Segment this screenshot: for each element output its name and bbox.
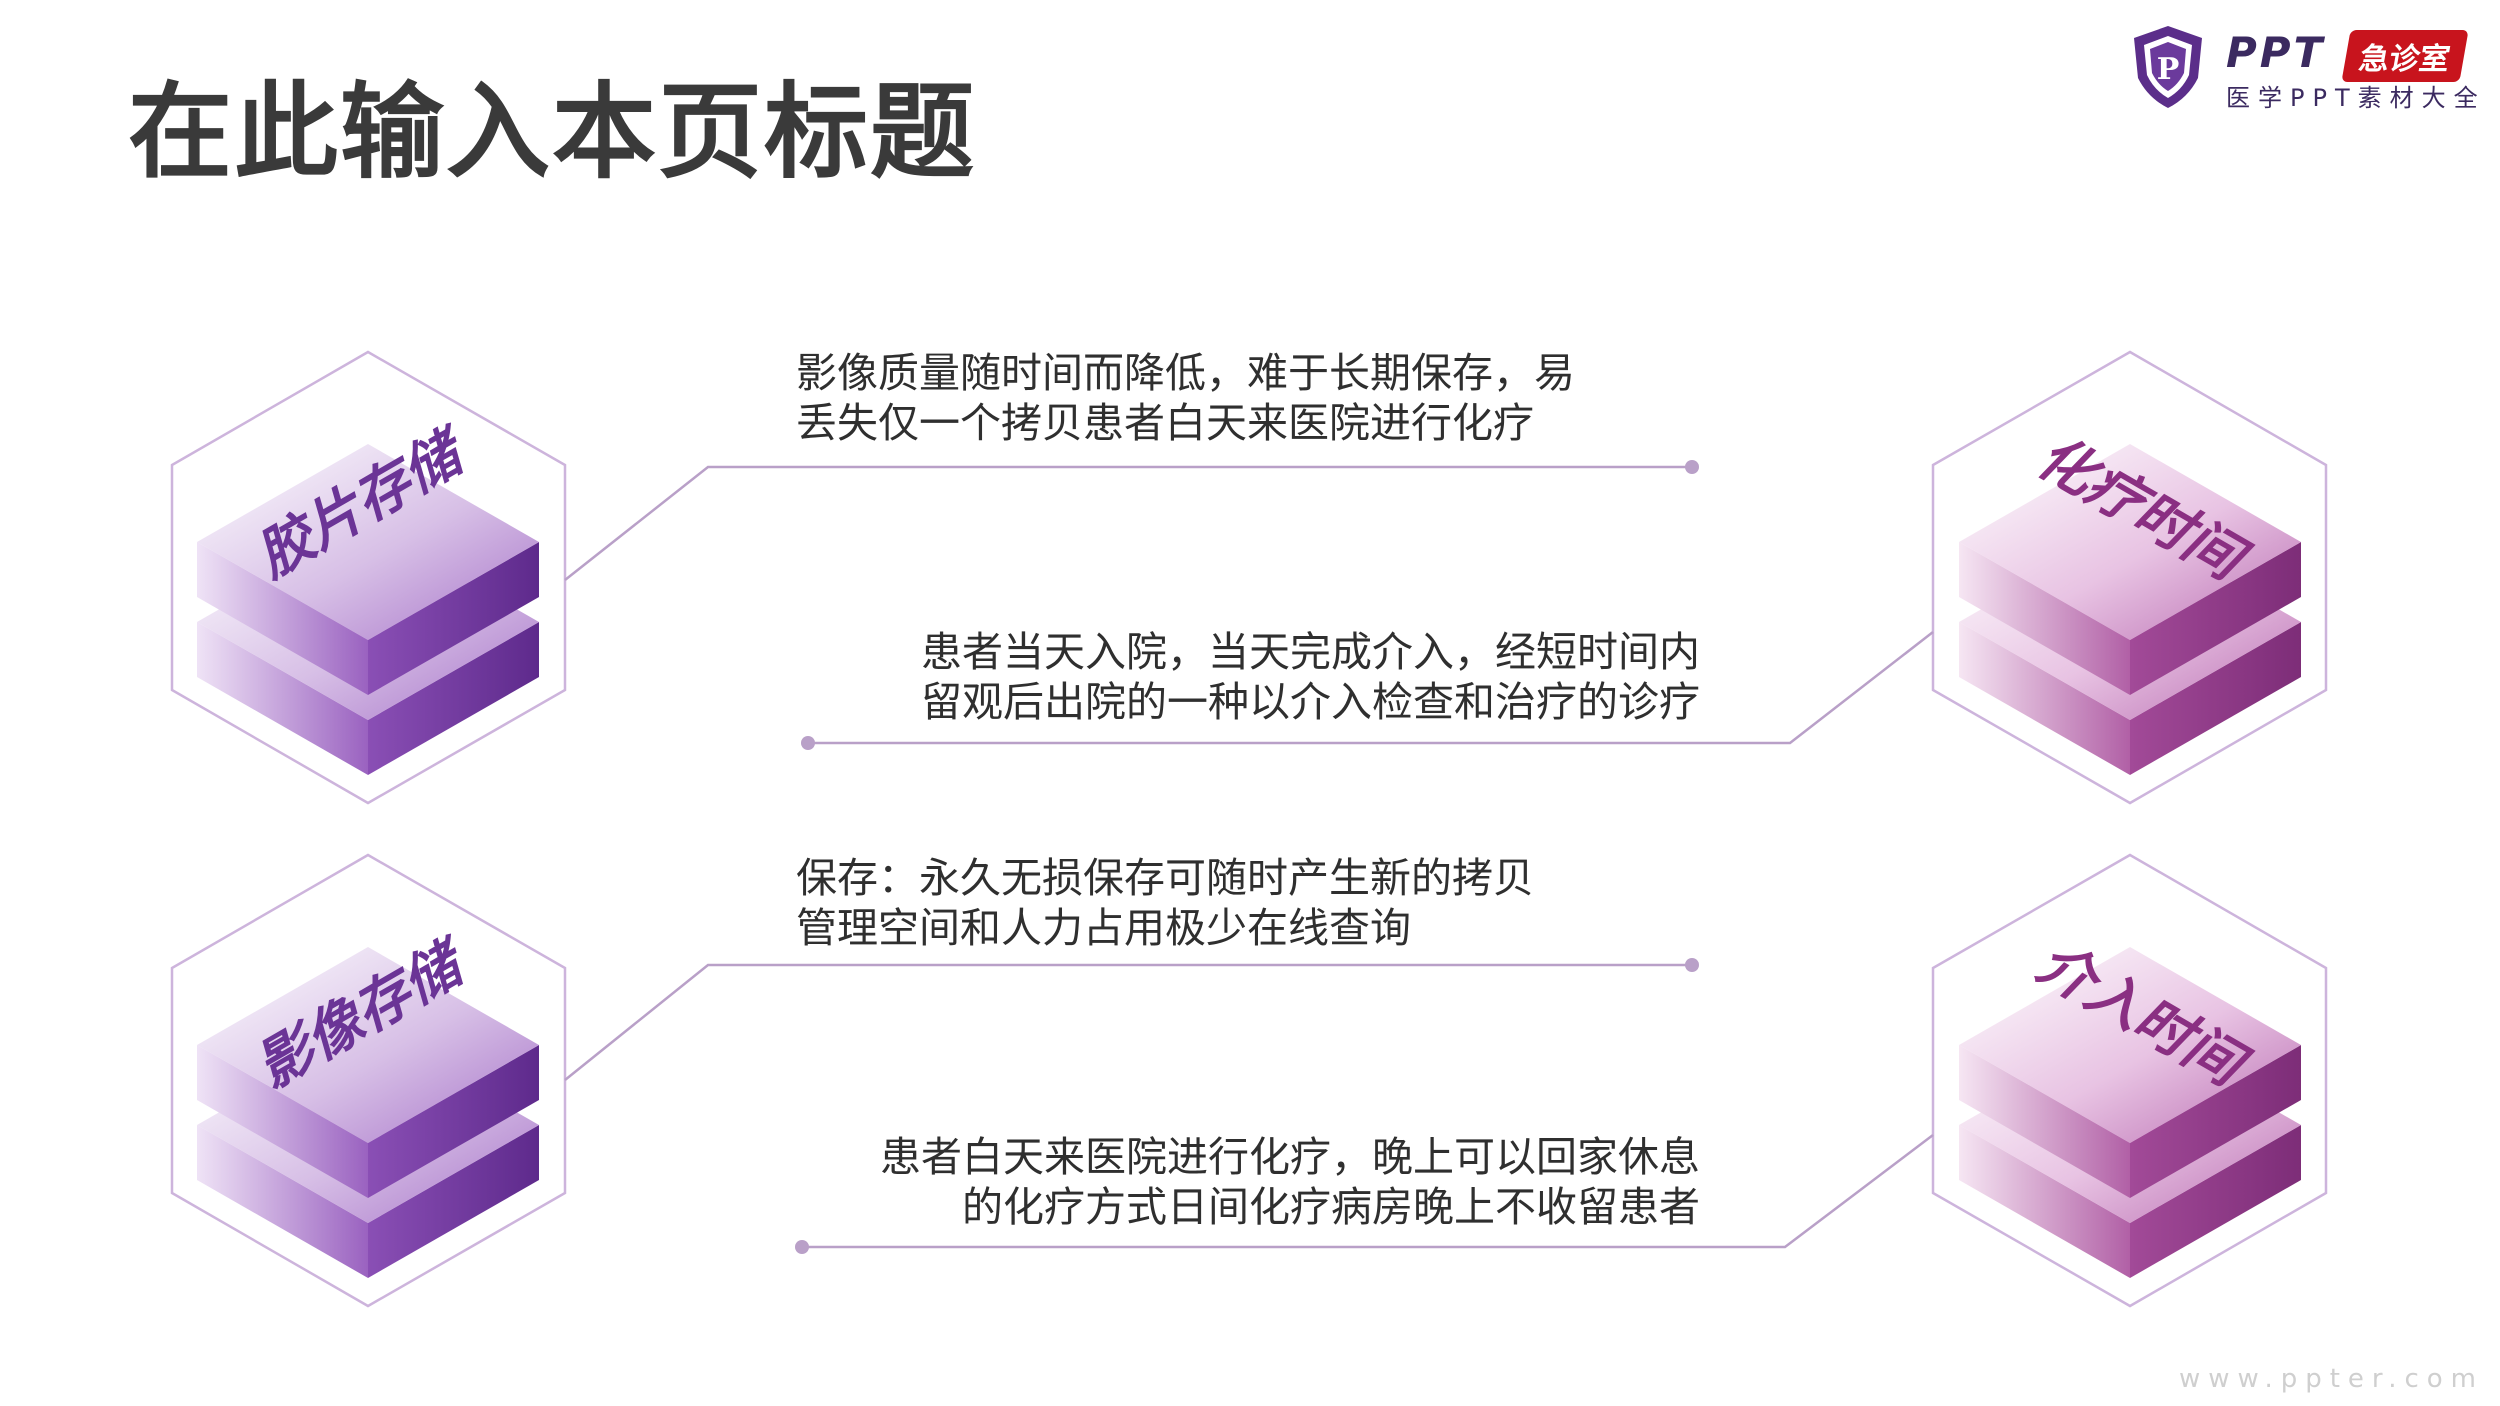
shield-icon: P	[2134, 26, 2202, 108]
logo-brand: PPT	[2226, 28, 2326, 77]
layer-top	[1959, 444, 2301, 695]
connector-line	[802, 1134, 1934, 1249]
hexagon-outline	[1931, 853, 2328, 1308]
brand-logo: P PPT 急诊室 医学PPT素材大全	[2128, 22, 2488, 122]
connector-line	[564, 465, 1692, 581]
description-line: 的化疗方式日间化疗病房晚上不收留患者	[962, 1183, 1700, 1231]
hexagon-outline	[170, 853, 567, 1308]
page-title: 在此输入本页标题	[128, 71, 977, 193]
watermark: www.ppter.com	[2179, 1364, 2484, 1394]
description-line: 丢失仅一个拷贝患者白天来医院进行化疗	[796, 399, 1534, 447]
connector-dot	[1685, 958, 1699, 972]
hexagon-outline	[170, 350, 567, 805]
description-line: 影像质量随时间而降低，难于长期保存，易	[796, 349, 1575, 397]
layer-top	[1959, 947, 2301, 1198]
description-chemo-time: 患者当天入院，当天完成介入，经短时间内 留观后出院的一种以介入检查和治疗的诊疗	[921, 627, 1700, 727]
logo-shield-letter: P	[2157, 52, 2180, 87]
description-line: 患者当天入院，当天完成介入，经短时间内	[921, 628, 1700, 676]
hexagon-outline	[1931, 350, 2328, 805]
logo-subtitle: 医学PPT素材大全	[2226, 84, 2486, 112]
description-film-storage: 影像质量随时间而降低，难于长期保存，易 丢失仅一个拷贝患者白天来医院进行化疗	[796, 348, 1575, 448]
connector-line	[564, 963, 1692, 1081]
layer-top	[197, 947, 539, 1198]
connector-line	[808, 631, 1934, 745]
module-film-storage: 胶片存储	[170, 350, 1699, 805]
description-line: 保存：永久无损保存可随时产生新的拷贝	[796, 854, 1534, 902]
description-intervention-time: 患者白天来医院进行化疗，晚上可以回家休息 的化疗方式日间化疗病房晚上不收留患者	[880, 1132, 1700, 1232]
description-line: 留观后出院的一种以介入检查和治疗的诊疗	[921, 678, 1700, 726]
description-line: 患者白天来医院进行化疗，晚上可以回家休息	[880, 1133, 1700, 1181]
connector-dot	[1685, 460, 1699, 474]
layer-top	[197, 444, 539, 695]
connector-dot	[795, 1240, 809, 1254]
description-line: 管理空间和人力占用极少在线查询	[796, 904, 1411, 952]
module-chemo-time: 化疗时间	[801, 350, 2328, 805]
module-image-storage: 影像存储	[170, 853, 1699, 1308]
description-image-storage: 保存：永久无损保存可随时产生新的拷贝 管理空间和人力占用极少在线查询	[796, 853, 1534, 953]
connector-dot	[801, 736, 815, 750]
